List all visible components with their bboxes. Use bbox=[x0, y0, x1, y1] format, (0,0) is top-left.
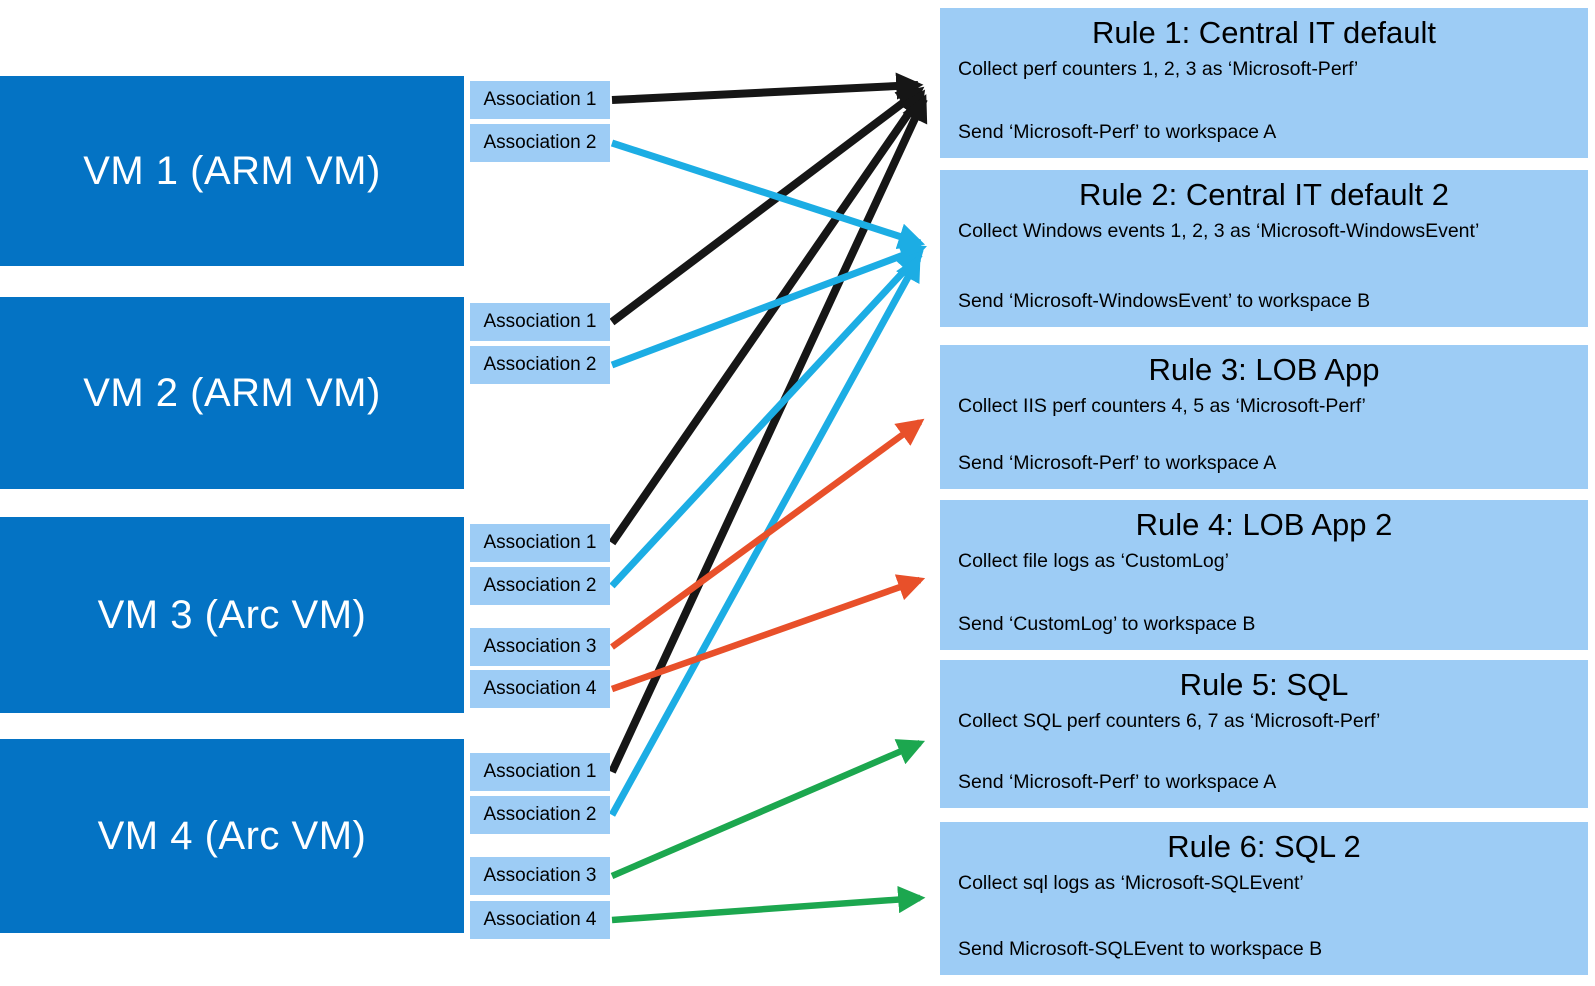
rule-box-1: Rule 1: Central IT default Collect perf … bbox=[940, 8, 1588, 158]
vm4-association-1: Association 1 bbox=[470, 753, 610, 791]
rule-box-4: Rule 4: LOB App 2 Collect file logs as ‘… bbox=[940, 500, 1588, 650]
rule-collect-text: Collect perf counters 1, 2, 3 as ‘Micros… bbox=[958, 57, 1359, 80]
rule-box-3: Rule 3: LOB App Collect IIS perf counter… bbox=[940, 345, 1588, 489]
association-label: Association 2 bbox=[483, 575, 597, 596]
vm-box-1: VM 1 (ARM VM) bbox=[0, 76, 464, 266]
vm4-association-2: Association 2 bbox=[470, 796, 610, 834]
vm3-association-4: Association 4 bbox=[470, 670, 610, 708]
rule-collect-text: Collect file logs as ‘CustomLog’ bbox=[958, 549, 1229, 572]
rule-collect-text: Collect SQL perf counters 6, 7 as ‘Micro… bbox=[958, 709, 1381, 732]
rule-send-text: Send ‘Microsoft-Perf’ to workspace A bbox=[958, 121, 1277, 143]
vm-box-3: VM 3 (Arc VM) bbox=[0, 517, 464, 713]
vm4-association-4: Association 4 bbox=[470, 901, 610, 939]
vm1-association-2: Association 2 bbox=[470, 124, 610, 162]
arrow-vm3-assoc4-rule4 bbox=[610, 574, 926, 693]
rule-title: Rule 1: Central IT default bbox=[1091, 15, 1437, 50]
arrow-vm3-assoc1-rule1 bbox=[608, 89, 926, 546]
arrow-vm1-assoc2-rule2 bbox=[610, 139, 926, 250]
association-label: Association 3 bbox=[483, 636, 597, 657]
arrow-vm2-assoc1-rule1 bbox=[609, 86, 925, 326]
rule-send-text: Send ‘Microsoft-Perf’ to workspace A bbox=[958, 771, 1277, 793]
association-label: Association 1 bbox=[483, 532, 597, 553]
rule-title: Rule 2: Central IT default 2 bbox=[1079, 177, 1449, 212]
vm3-association-1: Association 1 bbox=[470, 524, 610, 562]
arrow-vm3-assoc3-rule3 bbox=[610, 418, 925, 650]
association-label: Association 2 bbox=[483, 354, 597, 375]
rule-box-5: Rule 5: SQL Collect SQL perf counters 6,… bbox=[940, 660, 1588, 808]
arrow-vm3-assoc2-rule2 bbox=[609, 250, 924, 589]
rule-collect-text: Collect Windows events 1, 2, 3 as ‘Micro… bbox=[958, 219, 1480, 242]
arrow-vm4-assoc4-rule6 bbox=[611, 885, 926, 924]
rule-box-6: Rule 6: SQL 2 Collect sql logs as ‘Micro… bbox=[940, 822, 1588, 975]
association-label: Association 4 bbox=[483, 909, 597, 930]
association-label: Association 1 bbox=[483, 311, 597, 332]
arrow-vm4-assoc1-rule1 bbox=[608, 94, 928, 774]
vm3-association-2: Association 2 bbox=[470, 567, 610, 605]
association-label: Association 4 bbox=[483, 678, 597, 699]
rule-title: Rule 6: SQL 2 bbox=[1167, 829, 1361, 864]
vm-box-2: VM 2 (ARM VM) bbox=[0, 297, 464, 489]
vm-label: VM 2 (ARM VM) bbox=[83, 370, 381, 415]
rule-send-text: Send Microsoft-SQLEvent to workspace B bbox=[958, 938, 1323, 960]
rule-title: Rule 4: LOB App 2 bbox=[1135, 507, 1393, 542]
rule-title: Rule 3: LOB App bbox=[1148, 352, 1380, 387]
association-label: Association 2 bbox=[483, 804, 597, 825]
rule-box-2: Rule 2: Central IT default 2 Collect Win… bbox=[940, 170, 1588, 327]
vm-label: VM 4 (Arc VM) bbox=[97, 813, 367, 858]
rule-send-text: Send ‘Microsoft-WindowsEvent’ to workspa… bbox=[958, 290, 1371, 312]
rule-collect-text: Collect sql logs as ‘Microsoft-SQLEvent’ bbox=[958, 871, 1304, 894]
vm3-association-3: Association 3 bbox=[470, 628, 610, 666]
arrow-vm2-assoc2-rule2 bbox=[610, 243, 927, 369]
vm-label: VM 3 (Arc VM) bbox=[97, 592, 367, 637]
arrow-vm4-assoc2-rule2 bbox=[608, 254, 922, 817]
vm-box-4: VM 4 (Arc VM) bbox=[0, 739, 464, 933]
vm-label: VM 1 (ARM VM) bbox=[83, 148, 381, 193]
vm2-association-1: Association 1 bbox=[470, 303, 610, 341]
association-label: Association 2 bbox=[483, 132, 597, 153]
arrow-vm4-assoc3-rule5 bbox=[610, 739, 926, 879]
association-label: Association 3 bbox=[483, 865, 597, 886]
vm4-association-3: Association 3 bbox=[470, 857, 610, 895]
vm2-association-2: Association 2 bbox=[470, 346, 610, 384]
rule-collect-text: Collect IIS perf counters 4, 5 as ‘Micro… bbox=[958, 394, 1366, 417]
vm1-association-1: Association 1 bbox=[470, 81, 610, 119]
rule-title: Rule 5: SQL bbox=[1179, 667, 1349, 702]
rule-send-text: Send ‘CustomLog’ to workspace B bbox=[958, 613, 1256, 635]
arrow-vm1-assoc1-rule1 bbox=[611, 72, 924, 104]
rule-send-text: Send ‘Microsoft-Perf’ to workspace A bbox=[958, 452, 1277, 474]
association-label: Association 1 bbox=[483, 89, 597, 110]
association-label: Association 1 bbox=[483, 761, 597, 782]
